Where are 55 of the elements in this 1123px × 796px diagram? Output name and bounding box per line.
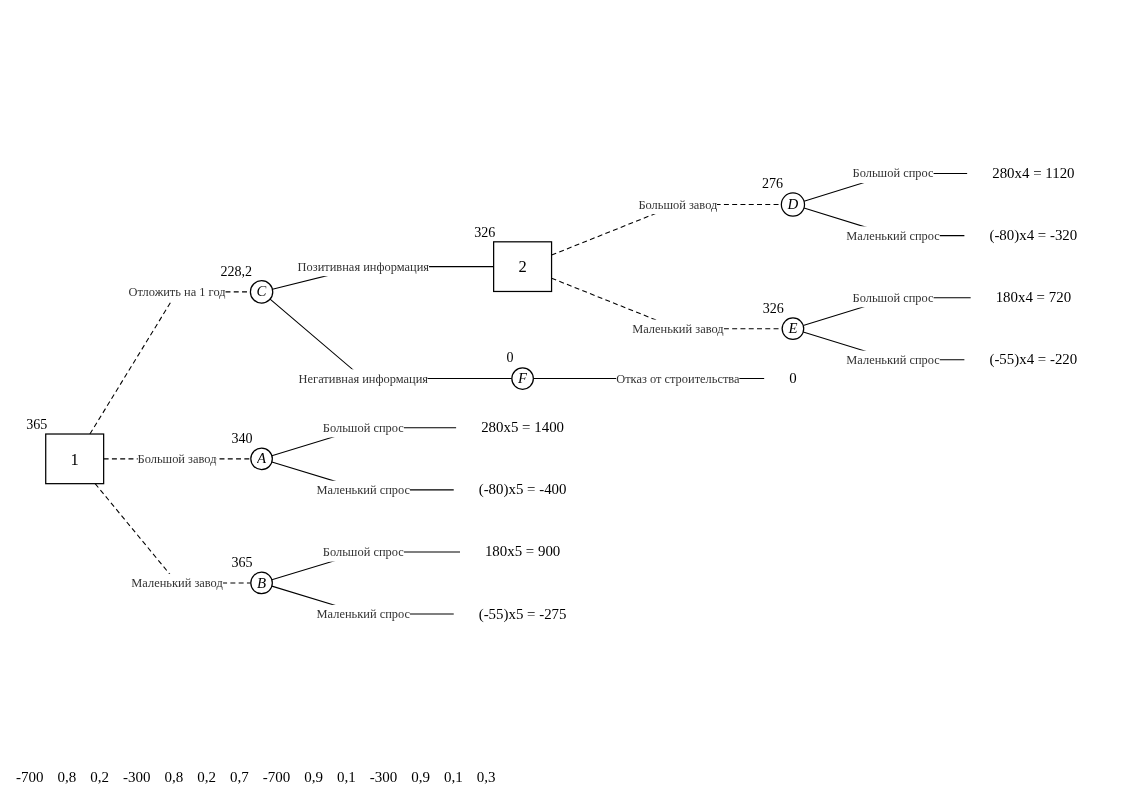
node-value: 326 <box>474 223 496 240</box>
node-value: 0 <box>506 349 514 366</box>
edge-label: Большой спрос <box>322 545 404 559</box>
edge-value-label: -300 <box>123 769 151 786</box>
edge-label: Большой спрос <box>852 166 934 180</box>
edge-value-label: 0,8 <box>164 769 184 786</box>
edge-label: Маленький завод <box>131 576 223 590</box>
edge-label: Маленький спрос <box>846 228 940 243</box>
edge-value-label: 0,1 <box>337 769 356 786</box>
edge-value-label: 0,2 <box>197 769 216 786</box>
edge-label: Негативная информация <box>298 371 429 385</box>
edge-value-label: 0,9 <box>304 769 323 786</box>
node-box: 1 <box>45 433 105 485</box>
node-value: 365 <box>26 416 48 433</box>
node-value: 326 <box>762 299 784 316</box>
edge-label: Большой спрос <box>322 420 404 435</box>
edge-label: Большой завод <box>638 197 718 211</box>
node-circle: B <box>250 571 273 595</box>
node-text: 280x5 = 1400 <box>481 419 565 436</box>
node-text: 0 <box>789 369 797 387</box>
edge-value-label: 0,1 <box>444 769 463 786</box>
edge-label: Маленький спрос <box>316 607 411 621</box>
edge-value-label: 0,9 <box>411 769 430 786</box>
node-circle: D <box>780 192 806 217</box>
node-text: (-80)x4 = -320 <box>989 226 1078 244</box>
node-value: 365 <box>231 553 253 570</box>
node-circle: F <box>511 367 534 390</box>
node-circle: C <box>249 280 274 304</box>
node-value: 340 <box>231 429 253 446</box>
edge-label: Маленький спрос <box>846 352 940 367</box>
node-text: (-55)x4 = -220 <box>989 351 1078 368</box>
node-text: 180x5 = 900 <box>484 543 561 560</box>
edge-value-label: 0,2 <box>90 769 109 786</box>
node-text: 180x4 = 720 <box>995 288 1072 306</box>
edge-label: Большой завод <box>137 452 217 466</box>
node-value: 228,2 <box>220 262 253 279</box>
edge-label: Большой спрос <box>852 290 934 305</box>
edge-label: Отложить на 1 год <box>128 285 226 299</box>
edge-value-label: -700 <box>16 769 44 786</box>
edge-value-label: 0,3 <box>476 769 496 786</box>
node-box: 2 <box>493 241 553 293</box>
edge-value-label: 0,8 <box>57 769 77 786</box>
node-circle: E <box>781 317 805 341</box>
edge-label: Позитивная информация <box>297 259 430 274</box>
edge-value-label: -700 <box>262 769 291 786</box>
node-circle: A <box>250 447 273 471</box>
edge-value-label: -300 <box>369 769 398 786</box>
edge-value-label: 0,7 <box>230 769 249 786</box>
node-value: 276 <box>761 175 783 192</box>
node-text: (-80)x5 = -400 <box>478 481 567 498</box>
node-text: 280x4 = 1120 <box>992 164 1075 182</box>
edge-label: Маленький спрос <box>316 483 411 497</box>
edge-label: Маленький завод <box>632 321 724 336</box>
edge-label: Отказ от строительства <box>616 371 740 385</box>
node-text: (-55)x5 = -275 <box>478 605 567 622</box>
